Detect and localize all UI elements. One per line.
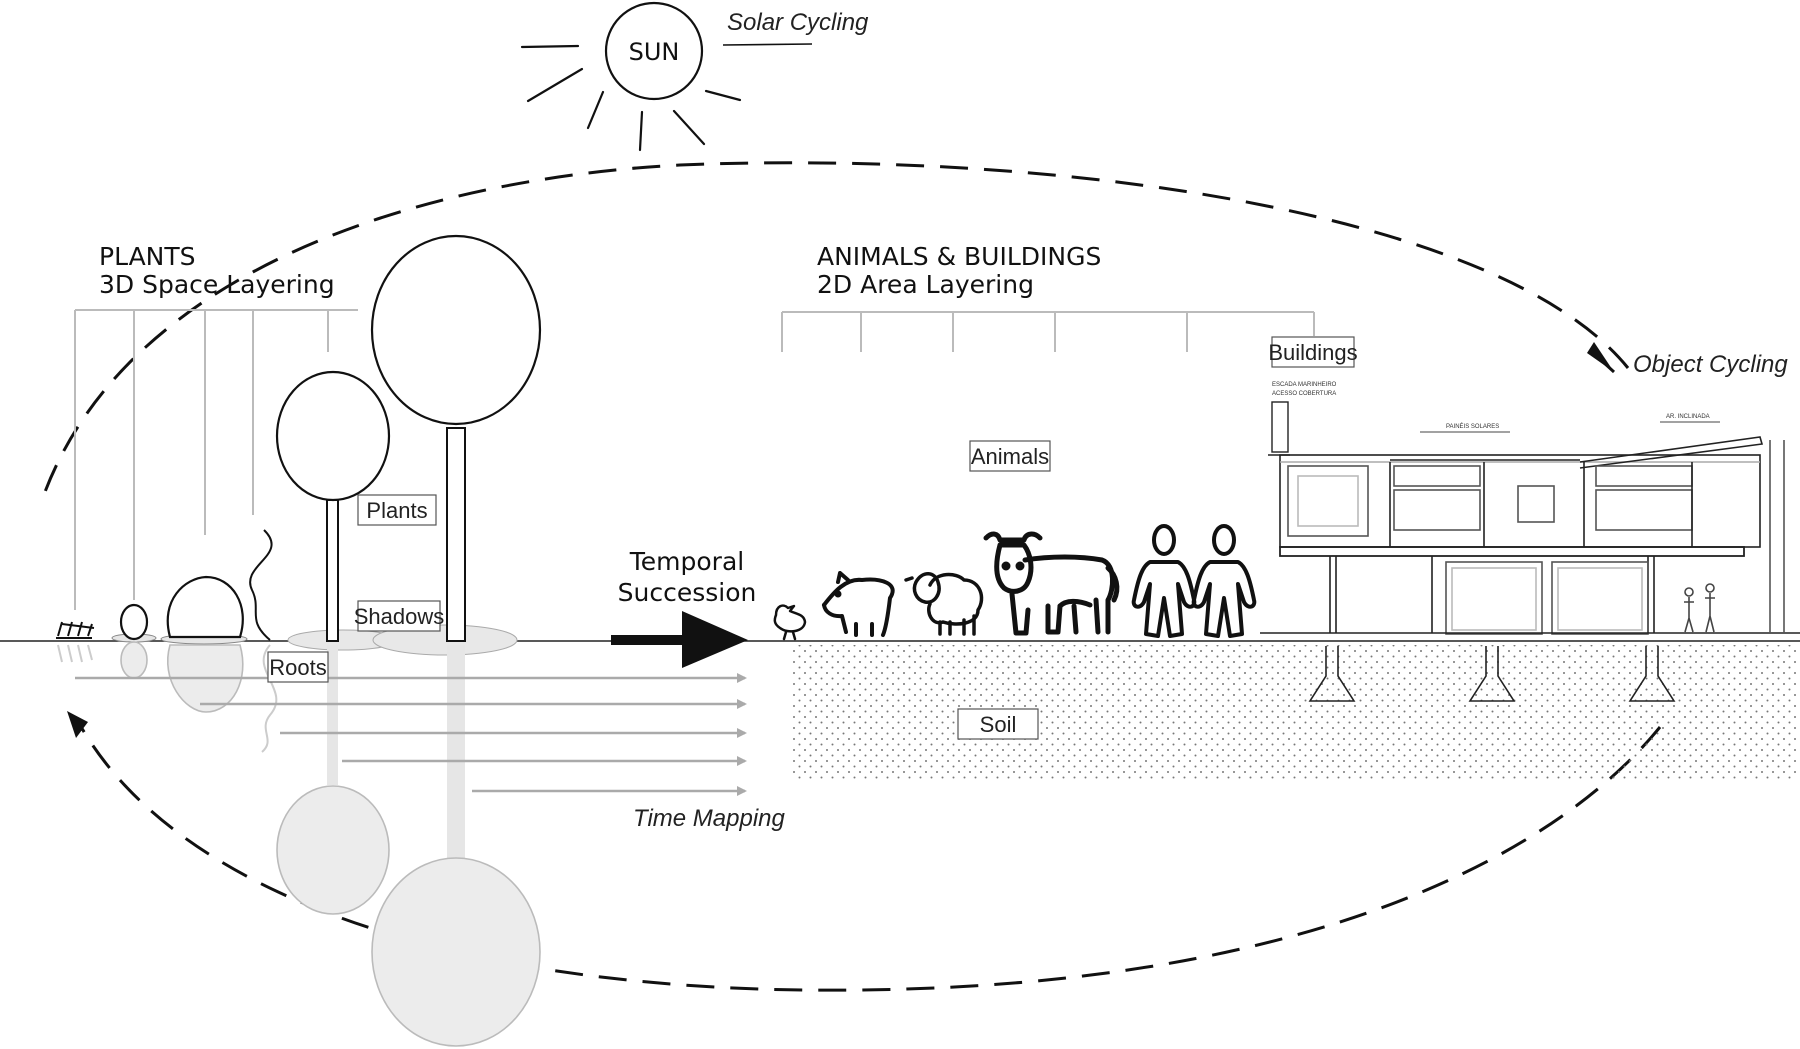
sun-label: SUN	[629, 38, 680, 66]
vine-roots	[261, 644, 278, 753]
soil-label: Soil	[980, 712, 1017, 737]
soil-area	[792, 645, 1798, 782]
buildings-label-box: Buildings	[1268, 336, 1358, 368]
big-tree-root-stem	[447, 645, 465, 860]
time-mapping-label: Time Mapping	[633, 805, 786, 832]
arrowhead-icon	[67, 711, 88, 738]
building-elevation	[1260, 401, 1800, 702]
object-cycle-path-lower	[78, 724, 1662, 992]
animals-label: Animals	[971, 444, 1049, 469]
root-layers	[57, 641, 541, 1047]
shadows-label-box: Shadows	[354, 600, 445, 632]
soil-label-box: Soil	[957, 708, 1039, 740]
medium-shrub-icon	[166, 575, 244, 639]
time-mapping-arrows	[75, 673, 747, 796]
small-tree-root-stem	[327, 645, 338, 785]
building-note: PAINÉIS SOLARES	[1446, 423, 1499, 430]
big-tree-crown	[370, 234, 542, 426]
temporal-succession-line2: Succession	[618, 578, 757, 607]
small-tree-roots	[276, 785, 390, 915]
animals-bracket	[781, 311, 1315, 352]
solar-cycling-label: Solar Cycling	[727, 9, 869, 36]
plant-layers	[56, 234, 542, 656]
person-icon	[1131, 524, 1197, 638]
plants-heading-title: PLANTS	[99, 242, 196, 271]
plants-label-box: Plants	[357, 494, 437, 526]
building-footings	[1308, 646, 1676, 702]
chicken-icon	[773, 604, 807, 641]
buildings-label: Buildings	[1268, 340, 1357, 365]
plants-label: Plants	[366, 498, 427, 523]
grass-icon	[56, 621, 95, 639]
building-note: AR. INCLINADA	[1666, 414, 1710, 420]
pig-icon	[822, 571, 895, 637]
animals-heading-subtitle: 2D Area Layering	[817, 270, 1034, 299]
building-note: ESCADA MARINHEIRO	[1272, 382, 1337, 388]
temporal-succession-arrow	[611, 611, 748, 668]
arrowhead-icon	[1588, 348, 1616, 374]
roots-label: Roots	[269, 655, 326, 680]
plants-bracket	[74, 309, 358, 610]
big-tree-shadow	[372, 624, 518, 656]
small-tree-crown	[275, 370, 391, 502]
small-tree-trunk	[326, 499, 339, 642]
vine-icon	[249, 529, 273, 641]
scale-figure-icon	[1684, 583, 1715, 633]
temporal-succession-line1: Temporal	[629, 547, 744, 576]
animals-heading-title: ANIMALS & BUILDINGS	[817, 242, 1101, 271]
sheep-icon	[904, 572, 984, 636]
big-tree-roots	[371, 857, 541, 1047]
solar-cycling-underline	[722, 43, 813, 46]
animals-label-box: Animals	[969, 440, 1051, 472]
plants-heading-subtitle: 3D Space Layering	[99, 270, 335, 299]
small-shrub-icon	[119, 603, 149, 641]
building-note: ACESSO COBERTURA	[1272, 391, 1336, 397]
cow-icon	[983, 531, 1120, 636]
object-cycle-path	[40, 161, 1630, 501]
shadows-label: Shadows	[354, 604, 445, 629]
sun-icon: SUN	[520, 1, 742, 152]
small-shrub-roots	[120, 641, 148, 679]
roots-label-box: Roots	[267, 651, 329, 683]
animal-icons	[773, 524, 1257, 641]
person-icon	[1191, 524, 1257, 638]
big-tree-trunk	[446, 427, 466, 642]
object-cycling-label: Object Cycling	[1633, 351, 1788, 378]
